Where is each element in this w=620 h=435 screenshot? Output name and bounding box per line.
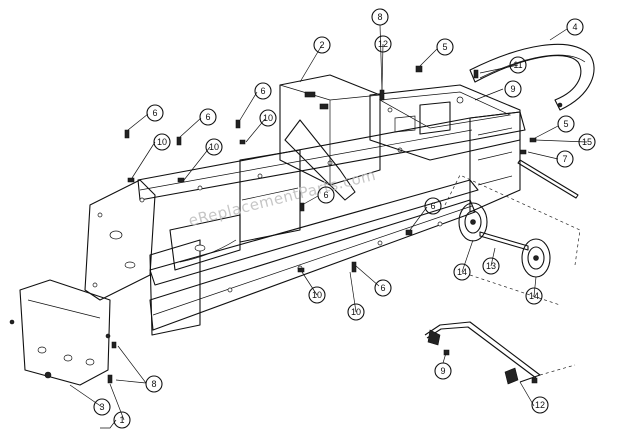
- callout-6f: 6: [374, 279, 392, 297]
- callout-6a-label: 6: [152, 108, 157, 118]
- upper-frame-assembly: [279, 74, 521, 201]
- callout-14b-label: 14: [529, 291, 539, 301]
- callout-10e-label: 10: [351, 307, 361, 317]
- callout-6b: 6: [199, 108, 217, 126]
- callout-12b: 12: [531, 396, 549, 414]
- bumper: [469, 43, 595, 111]
- leader-lines: [69, 24, 588, 429]
- callout-6e-label: 6: [430, 201, 435, 211]
- callout-15: 15: [578, 133, 596, 151]
- wheel-assembly: [444, 174, 581, 306]
- callout-14a: 14: [453, 263, 471, 281]
- callout-10e: 10: [347, 303, 365, 321]
- callout-6e: 6: [424, 197, 442, 215]
- callout-13: 13: [482, 257, 500, 275]
- callout-4-label: 4: [572, 22, 577, 32]
- callout-10b: 10: [205, 138, 223, 156]
- callout-5b-label: 5: [563, 119, 568, 129]
- callout-6a: 6: [146, 104, 164, 122]
- watermark: eReplacementParts.com: [187, 166, 378, 230]
- callout-12b-label: 12: [535, 400, 545, 410]
- callout-6d-label: 6: [323, 190, 328, 200]
- callout-1: 1: [113, 411, 131, 429]
- callout-7-label: 7: [562, 154, 567, 164]
- axle-rod: [517, 159, 579, 199]
- callout-10a: 10: [153, 133, 171, 151]
- callout-12a-label: 12: [378, 39, 388, 49]
- callout-11-label: 11: [513, 60, 522, 70]
- callout-10d-label: 10: [312, 290, 322, 300]
- callout-10d: 10: [308, 286, 326, 304]
- callout-15-label: 15: [582, 137, 592, 147]
- callout-12a: 12: [374, 35, 392, 53]
- callout-14b: 14: [525, 287, 543, 305]
- callout-10c: 10: [259, 109, 277, 127]
- callout-2: 2: [313, 36, 331, 54]
- callout-6c-label: 6: [260, 86, 265, 96]
- callout-13-label: 13: [486, 261, 496, 271]
- callout-3-label: 3: [99, 402, 104, 412]
- callout-5b: 5: [557, 115, 575, 133]
- callout-7: 7: [556, 150, 574, 168]
- callout-10c-label: 10: [263, 113, 273, 123]
- callout-2-label: 2: [319, 40, 324, 50]
- callout-6d: 6: [317, 186, 335, 204]
- fasteners: [107, 65, 538, 384]
- callout-10b-label: 10: [209, 142, 219, 152]
- callout-9a: 9: [504, 80, 522, 98]
- callout-8a-label: 8: [377, 12, 382, 22]
- callout-9b-label: 9: [440, 366, 445, 376]
- callout-14a-label: 14: [457, 267, 467, 277]
- callout-5a-label: 5: [442, 42, 447, 52]
- callout-8b: 8: [145, 375, 163, 393]
- callout-9a-label: 9: [510, 84, 515, 94]
- side-plate: [84, 179, 156, 301]
- callout-5a: 5: [436, 38, 454, 56]
- callout-6c: 6: [254, 82, 272, 100]
- bent-rod: [424, 321, 576, 385]
- callout-8b-label: 8: [151, 379, 156, 389]
- callout-1-label: 1: [119, 415, 124, 425]
- callout-6b-label: 6: [205, 112, 210, 122]
- front-panel: [9, 279, 111, 386]
- callout-3: 3: [93, 398, 111, 416]
- callout-11: 11: [509, 56, 527, 74]
- callout-4: 4: [566, 18, 584, 36]
- callout-10a-label: 10: [157, 137, 167, 147]
- callout-9b: 9: [434, 362, 452, 380]
- callout-6f-label: 6: [380, 283, 385, 293]
- callout-8a: 8: [371, 8, 389, 26]
